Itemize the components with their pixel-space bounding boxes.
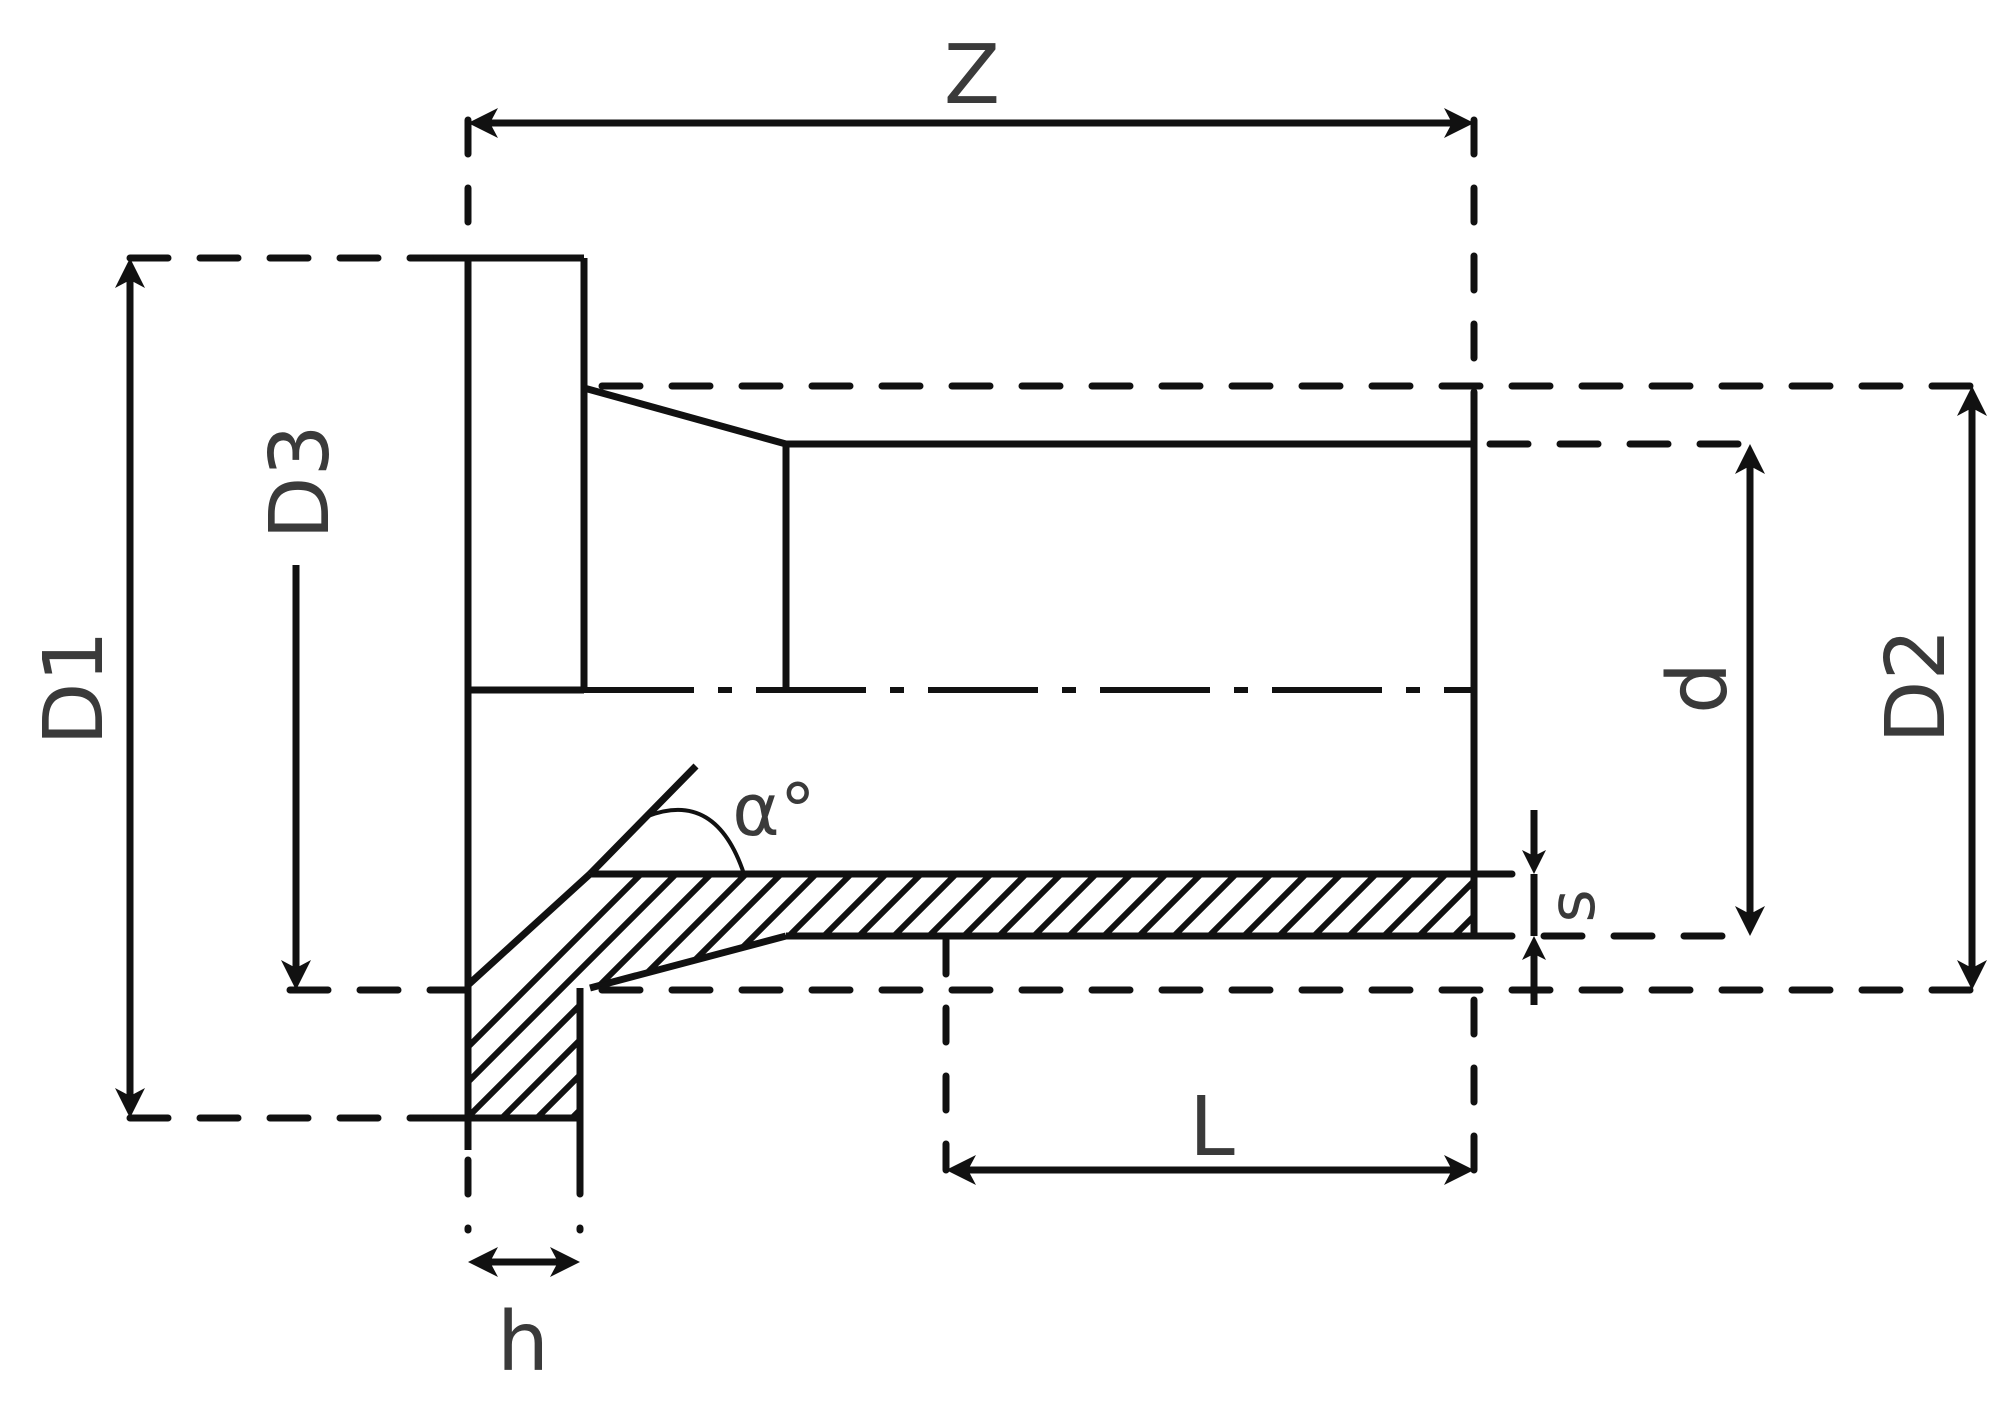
section-hatching <box>468 874 1474 1118</box>
arrow-up-icon <box>1735 444 1765 474</box>
dimension-d2 <box>1957 386 1987 990</box>
label-z: Z <box>944 28 1000 123</box>
dimension-d3 <box>281 565 311 990</box>
arrow-left-icon <box>946 1155 976 1185</box>
label-d3: D3 <box>253 424 348 539</box>
arrow-down-icon <box>115 1088 145 1118</box>
dimension-d1 <box>115 258 145 1118</box>
arrow-down-icon <box>281 960 311 990</box>
label-h: h <box>497 1295 549 1390</box>
arrow-down-icon <box>1522 850 1546 874</box>
arrow-right-icon <box>1444 108 1474 138</box>
arrow-right-icon <box>550 1247 580 1277</box>
arrow-left-icon <box>468 108 498 138</box>
arrow-up-icon <box>115 258 145 288</box>
dimension-h <box>468 1247 580 1277</box>
label-d-bore: d <box>1651 662 1746 714</box>
arrow-down-icon <box>1735 906 1765 936</box>
dimension-z <box>468 108 1474 138</box>
part-outline <box>430 254 1478 1160</box>
dimension-alpha <box>587 763 746 877</box>
arrow-right-icon <box>1444 1155 1474 1185</box>
dimension-s <box>1522 810 1546 1005</box>
arrow-down-icon <box>1957 960 1987 990</box>
dimension-l <box>946 1155 1474 1185</box>
extension-lines <box>126 116 1979 1234</box>
arrow-up-icon <box>1522 936 1546 960</box>
arrow-up-icon <box>1957 386 1987 416</box>
label-d2: D2 <box>1869 628 1964 743</box>
label-d1: D1 <box>27 630 122 745</box>
label-alpha: α° <box>732 768 815 852</box>
label-s: s <box>1536 889 1610 922</box>
dimension-d-bore <box>1735 444 1765 936</box>
label-l: L <box>1189 1080 1235 1175</box>
arrow-left-icon <box>468 1247 498 1277</box>
